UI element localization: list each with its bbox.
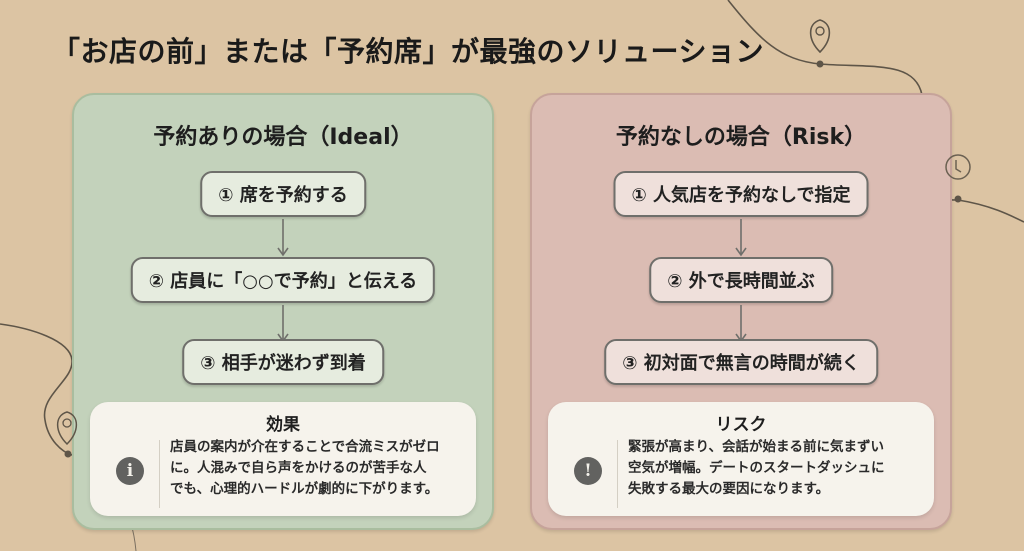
risk-line: 空気が増幅。デートのスタートダッシュに [628, 460, 885, 476]
info-icon: i [116, 457, 144, 485]
ideal-step-3: ③ 相手が迷わず到着 [182, 339, 384, 385]
ideal-effect-box: 効果 i 店員の案内が介在することで合流ミスがゼロ に。人混みで自ら声をかけるの… [90, 402, 476, 516]
risk-panel-title: 予約なしの場合（Risk） [615, 125, 867, 150]
route-node [816, 60, 824, 68]
risk-line: 緊張が高まり、会話が始まる前に気まずい [628, 439, 884, 455]
route-node [64, 450, 72, 458]
risk-step-2: ② 外で長時間並ぶ [649, 257, 833, 303]
effect-line: 店員の案内が介在することで合流ミスがゼロ [170, 439, 440, 455]
effect-description: 店員の案内が介在することで合流ミスがゼロ に。人混みで自ら声をかけるのが苦手な人… [170, 437, 466, 500]
arrow-down-icon [735, 219, 747, 257]
page-title: 「お店の前」または「予約席」が最強のソリューション [52, 35, 764, 68]
route-node [954, 195, 962, 203]
risk-step-3: ③ 初対面で無言の時間が続く [604, 339, 878, 385]
effect-line: に。人混みで自ら声をかけるのが苦手な人 [170, 460, 427, 476]
ideal-panel-title: 予約ありの場合（Ideal） [153, 125, 413, 150]
arrow-down-icon [277, 305, 289, 343]
divider [617, 440, 618, 508]
divider [159, 440, 160, 508]
arrow-down-icon [735, 305, 747, 343]
risk-effect-box: リスク ! 緊張が高まり、会話が始まる前に気まずい 空気が増幅。デートのスタート… [548, 402, 934, 516]
risk-line: 失敗する最大の要因になります。 [628, 481, 830, 497]
effect-line: でも、心理的ハードルが劇的に下がります。 [170, 481, 439, 497]
risk-title: リスク [715, 415, 767, 435]
arrow-down-icon [277, 219, 289, 257]
ideal-step-2: ② 店員に「○○で予約」と伝える [130, 257, 436, 303]
risk-description: 緊張が高まり、会話が始まる前に気まずい 空気が増幅。デートのスタートダッシュに … [628, 437, 924, 500]
ideal-panel: 予約ありの場合（Ideal） ① 席を予約する ② 店員に「○○で予約」と伝える… [72, 93, 494, 530]
ideal-step-1: ① 席を予約する [200, 171, 366, 217]
warning-icon: ! [574, 457, 602, 485]
risk-panel: 予約なしの場合（Risk） ① 人気店を予約なしで指定 ② 外で長時間並ぶ ③ … [530, 93, 952, 530]
map-pin-icon [809, 19, 831, 54]
risk-step-1: ① 人気店を予約なしで指定 [613, 171, 869, 217]
effect-title: 効果 [266, 415, 300, 435]
